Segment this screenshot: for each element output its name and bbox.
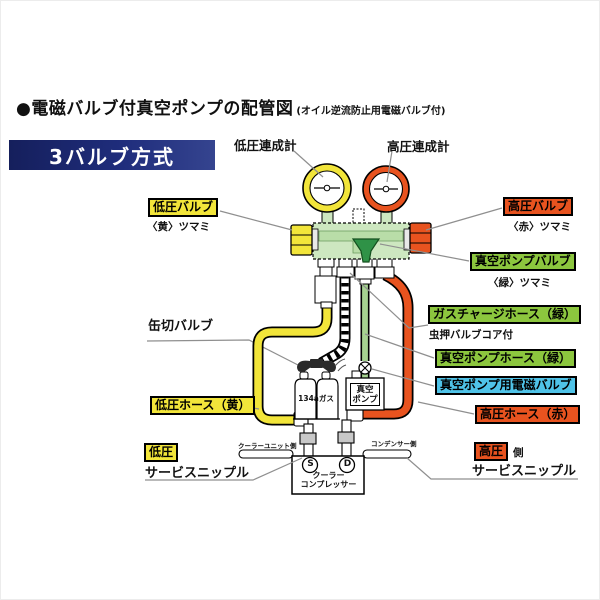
cooler-unit-pipe [238,449,294,459]
vent-marks [334,358,347,372]
discharge-nut [337,431,355,444]
condenser-pipe [362,449,412,459]
gas-can-label: 134aガス [298,394,334,403]
label-high-valve: 高圧バルブ [503,197,574,216]
compressor-line1: クーラー [312,471,345,480]
leader-lines [145,150,578,481]
suction-nut [299,432,317,445]
label-low-hose: 低圧ホース（黄） [150,396,256,415]
port-d-circle [338,456,356,474]
high-pressure-hose-red [363,270,414,420]
title-main: 電磁バルブ付真空ポンプの配管図 [31,99,294,119]
label-vacuum-valve-knob: 〈緑〉ツマミ [488,277,551,289]
port-s-label: S [307,459,314,469]
label-condenser-side: コンデンサー側 [371,440,417,448]
gas-charge-hose-striped [318,275,351,368]
label-low-nipple: サービスニップル [145,466,250,481]
refrigerant-cans [293,359,340,420]
label-gas-charge-hose: ガスチャージホース（緑） [428,305,582,324]
label-low-badge: 低圧 [144,443,179,462]
label-high-side-suffix: 側 [513,447,524,459]
label-low-gauge: 低圧連成計 [234,138,297,153]
label-high-badge: 高圧 [474,442,509,461]
high-pressure-gauge [362,165,410,213]
manifold-gauge-set [290,163,432,263]
label-vacuum-valve: 真空ポンプバルブ [470,252,576,271]
can-opener-valve [297,359,336,373]
label-high-gauge: 高圧連成計 [387,139,450,154]
manifold-ports [314,257,395,309]
port-d-label: D [343,459,352,469]
method-banner: 3バルブ方式 [9,140,215,170]
low-pressure-hose-yellow [252,304,333,426]
center-port [352,208,365,225]
label-vacuum-pump-hose: 真空ポンプホース（緑） [435,349,577,368]
solenoid-valve-icon [358,361,372,375]
compressor [291,455,365,495]
low-valve-knob-yellow [290,224,313,256]
low-pressure-gauge [302,163,352,213]
vacuum-pump-label: 真空 ポンプ [350,383,380,406]
label-low-valve-knob: 〈黄〉ツマミ [147,221,210,233]
label-high-hose: 高圧ホース（赤） [475,405,581,424]
high-valve-knob-red [409,222,432,254]
label-low-valve: 低圧バルブ [148,198,219,217]
title-bullet-icon: ● [16,99,32,119]
title-sub: (オイル逆流防止用電磁バルブ付) [296,106,446,117]
label-high-nipple: サービスニップル [472,464,577,479]
vacuum-pump-line2: ポンプ [352,395,378,405]
label-can-opener-valve: 缶切バルブ [148,319,214,334]
vacuum-valve-knob-green [351,238,381,263]
vacuum-pump-line1: 真空 [356,385,374,395]
label-high-valve-knob: 〈赤〉ツマミ [508,221,571,233]
label-cooler-unit-side: クーラーユニット側 [238,442,297,450]
port-s-circle [301,456,319,474]
compressor-line2: コンプレッサー [300,480,357,489]
page-title: ●電磁バルブ付真空ポンプの配管図(オイル逆流防止用電磁バルブ付) [16,94,445,119]
leader-line-can-valve [146,339,299,366]
label-solenoid-valve: 真空ポンプ用電磁バルブ [435,376,577,395]
label-valve-core-note: 虫押バルブコア付 [429,329,513,341]
